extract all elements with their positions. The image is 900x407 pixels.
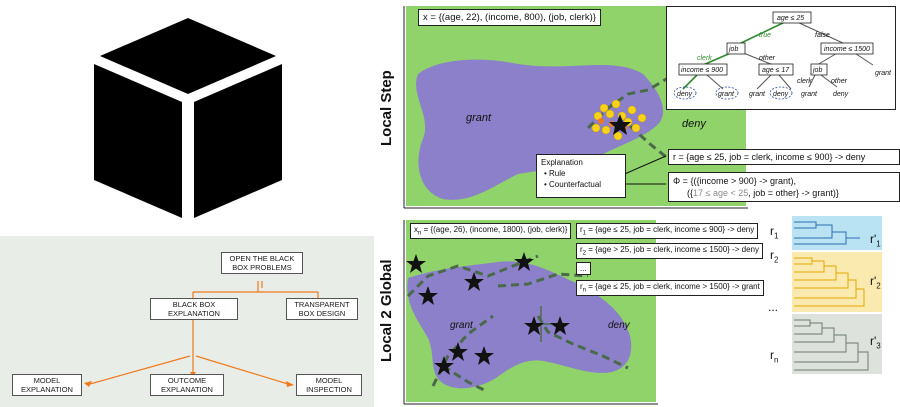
rule-r1-name: r xyxy=(580,225,583,234)
decision-tree-panel: age ≤ 25 true false job income ≤ 1500 cl… xyxy=(666,6,896,110)
rule-r1-sub: 1 xyxy=(582,230,587,237)
explanation-item-counterfactual: • Counterfactual xyxy=(544,180,602,189)
dendro-left-r1: r1 xyxy=(770,224,778,240)
model-inspection-node: MODEL INSPECTION xyxy=(296,374,362,396)
tree-false-label: false xyxy=(815,32,830,39)
rule-r1: r1 = {age ≤ 25, job = clerk, income ≤ 90… xyxy=(576,223,759,239)
tree-income900-node: income ≤ 900 xyxy=(681,67,723,74)
model-explanation-node: MODEL EXPLANATION xyxy=(12,374,82,396)
dendro-left-rn: rn xyxy=(770,348,778,364)
decision-tree: age ≤ 25 true false job income ≤ 1500 cl… xyxy=(673,11,892,100)
tree-other-label-2: other xyxy=(831,78,848,85)
local-2-global-grant-label: grant xyxy=(450,320,473,331)
local-step-deny-label: deny xyxy=(682,118,706,130)
dl-rn-sub: n xyxy=(774,355,779,365)
tree-grant-b: grant xyxy=(749,91,766,98)
cf-age-condition: 17 ≤ age < 25 xyxy=(693,188,749,198)
explanation-counterfactual-text: Counterfactual xyxy=(549,180,602,189)
rule-box: r = {age ≤ 25, job = clerk, income ≤ 900… xyxy=(668,149,900,165)
dl-r1-name: r xyxy=(770,224,774,238)
local-2-global-deny-label: deny xyxy=(608,320,630,331)
dl-r1-sub: 1 xyxy=(774,231,779,241)
tree-grant-a: grant xyxy=(718,91,735,98)
black-box-explanation-node: BLACK BOX EXPLANATION xyxy=(150,298,238,320)
rule-rn-name: r xyxy=(580,282,583,291)
local-step-label: Local Step xyxy=(378,70,395,146)
tree-income1500-node: income ≤ 1500 xyxy=(824,46,870,53)
dr-r3-name: r' xyxy=(870,334,877,348)
dendro-left-ellipsis: ... xyxy=(768,300,779,314)
rule-rn-sub: n xyxy=(582,287,587,294)
rule-rn: rn = {age ≤ 25, job = clerk, income > 15… xyxy=(576,280,764,296)
rule-r2: r2 = {age > 25, job = clerk, income ≤ 15… xyxy=(576,243,763,259)
tree-true-label: true xyxy=(759,32,771,39)
rule-rn-text: = {age ≤ 25, job = clerk, income > 1500}… xyxy=(586,282,760,291)
dl-rn-name: r xyxy=(770,348,774,362)
dendro-right-r2: r'2 xyxy=(870,274,881,290)
local-step-instance: x = {(age, 22), (income, 800), (job, cle… xyxy=(418,9,601,26)
instance-rest: = {(age, 26), (income, 1800), (job, cler… xyxy=(421,225,568,234)
dr-r3-sub: 3 xyxy=(876,341,881,351)
explanation-rule-text: Rule xyxy=(549,169,566,178)
tree-job-node-1: job xyxy=(728,46,738,53)
tree-other-label-1: other xyxy=(759,55,776,62)
tree-job-node-2: job xyxy=(812,67,822,74)
tree-deny-a: deny xyxy=(677,91,693,98)
rule-r1-text: = {age ≤ 25, job = clerk, income ≤ 900} … xyxy=(586,225,755,234)
counterfactual-line-1: Φ = {({income > 900} -> grant), xyxy=(673,176,797,186)
tree-age17-node: age ≤ 17 xyxy=(762,67,790,74)
local-2-global-stars xyxy=(406,252,570,375)
rule-r2-sub: 2 xyxy=(582,250,587,257)
dendro-right-r1: r'1 xyxy=(870,232,881,248)
explanation-item-rule: • Rule xyxy=(544,169,566,178)
dl-r2-name: r xyxy=(770,248,774,262)
dendro-left-r2: r2 xyxy=(770,248,778,264)
tree-deny-b: deny xyxy=(773,91,789,98)
black-box-cube-icon xyxy=(94,18,282,218)
transparent-box-design-node: TRANSPARENT BOX DESIGN xyxy=(286,298,358,320)
instance-x: x xyxy=(414,225,418,234)
rule-ellipsis: ... xyxy=(576,262,591,275)
cf-open: ({ xyxy=(687,188,694,198)
local-step-grant-label: grant xyxy=(466,112,492,124)
local-2-global-plot xyxy=(403,220,658,405)
dr-r2-sub: 2 xyxy=(876,281,881,291)
explanation-box: Explanation • Rule • Counterfactual xyxy=(536,154,626,198)
tree-clerk-label-2: clerk xyxy=(797,78,812,85)
local-2-global-instance: xn = {(age, 26), (income, 1800), (job, c… xyxy=(410,223,572,239)
open-black-box-problems-node: OPEN THE BLACK BOX PROBLEMS xyxy=(221,252,303,274)
explanation-title: Explanation xyxy=(541,158,583,167)
outcome-explanation-node: OUTCOME EXPLANATION xyxy=(150,374,224,396)
tree-deny-c: deny xyxy=(833,91,849,98)
dr-r1-name: r' xyxy=(870,232,877,246)
taxonomy-panel: OPEN THE BLACK BOX PROBLEMS BLACK BOX EX… xyxy=(0,236,374,407)
rule-r2-text: = {age > 25, job = clerk, income ≤ 1500}… xyxy=(586,245,759,254)
dr-r1-sub: 1 xyxy=(876,239,881,249)
instance-sub: n xyxy=(418,230,422,237)
local-2-global-label: Local 2 Global xyxy=(378,259,395,362)
rule-r2-name: r xyxy=(580,245,583,254)
tree-grant-c: grant xyxy=(801,91,818,98)
dl-r2-sub: 2 xyxy=(774,255,779,265)
dendro-right-r3: r'3 xyxy=(870,334,881,350)
tree-root-node: age ≤ 25 xyxy=(777,15,804,22)
counterfactual-box: Φ = {({income > 900} -> grant), ({17 ≤ a… xyxy=(668,172,900,202)
rule-dendrogram xyxy=(792,216,882,374)
tree-grant-d: grant xyxy=(875,70,892,77)
cf-close: , job = other} -> grant)} xyxy=(748,188,839,198)
dr-r2-name: r' xyxy=(870,274,877,288)
tree-clerk-label-1: clerk xyxy=(697,55,712,62)
counterfactual-line-2: ({17 ≤ age < 25, job = other} -> grant)} xyxy=(673,187,895,199)
